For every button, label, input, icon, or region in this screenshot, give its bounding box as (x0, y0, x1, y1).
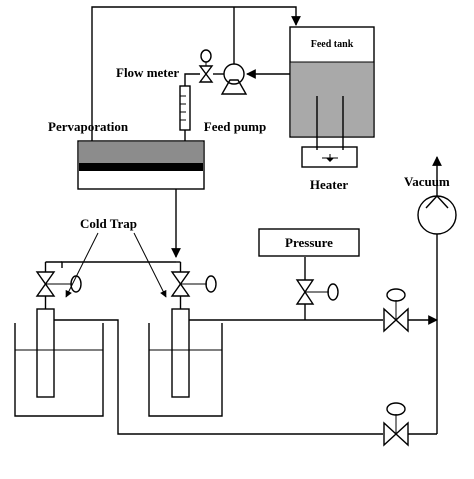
left-trap-outlet-line (54, 319, 383, 435)
heater-label: Heater (310, 177, 348, 192)
cold-trap-label: Cold Trap (80, 216, 137, 231)
heater: Heater (301, 146, 358, 192)
left-cold-trap (14, 308, 104, 417)
membrane-retentate (79, 142, 203, 163)
flow-meter: Flow meter (116, 65, 191, 131)
feed-pump-label: Feed pump (204, 119, 266, 134)
lower-vacuum-valve (383, 402, 409, 447)
right-cold-trap (148, 308, 223, 417)
left-trap-valve (35, 271, 82, 297)
pressure-valve (295, 279, 339, 305)
membrane-layer (79, 163, 203, 171)
pressure-label: Pressure (285, 235, 333, 250)
right-trap-valve (170, 271, 217, 297)
vacuum-label: Vacuum (404, 174, 450, 189)
feed-tank-label: Feed tank (311, 39, 354, 50)
feed-tank-liquid (291, 62, 373, 136)
flow-meter-label: Flow meter (116, 65, 179, 80)
feed-tank: Feed tank (289, 26, 375, 150)
pervaporation-module: Pervaporation (48, 119, 205, 190)
pressure-gauge: Pressure (258, 228, 360, 280)
vacuum-pump: Vacuum (404, 174, 457, 235)
feed-valve (198, 49, 214, 83)
pervaporation-label: Pervaporation (48, 119, 129, 134)
retentate-return-line (91, 6, 301, 141)
upper-vacuum-valve (383, 288, 409, 333)
